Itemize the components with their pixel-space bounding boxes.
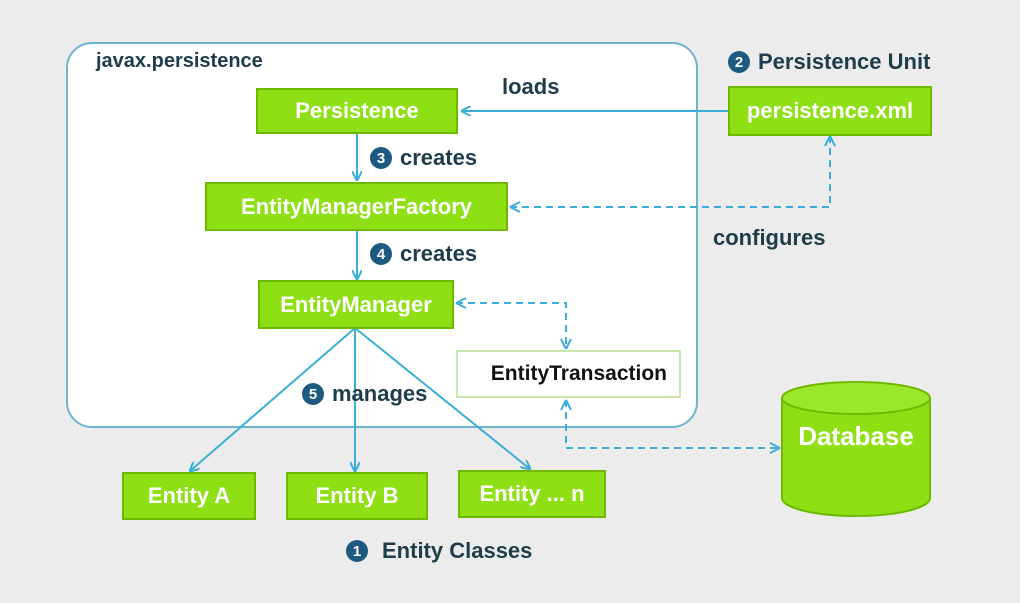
- entity-transaction-node: EntityTransaction: [456, 350, 681, 398]
- manages-arrow-a: [190, 327, 356, 471]
- persistence-xml-node: persistence.xml: [728, 86, 932, 136]
- entity-classes-label: 1 Entity Classes: [346, 538, 532, 564]
- manages-text: manages: [332, 381, 428, 406]
- creates-emf-text: creates: [400, 145, 478, 170]
- step-2-badge: 2: [728, 51, 750, 73]
- creates-em-label: 4 creates: [370, 241, 477, 267]
- entity-a-node: Entity A: [122, 472, 256, 520]
- entity-manager-factory-node: EntityManagerFactory: [205, 182, 508, 231]
- configures-label: configures: [713, 225, 826, 250]
- manages-arrow-n: [354, 327, 530, 469]
- database-label: Database: [798, 421, 914, 451]
- database-cylinder: [781, 381, 931, 517]
- configures-arrow: [510, 136, 831, 208]
- creates-em-text: creates: [400, 241, 478, 266]
- step-4-badge: 4: [370, 243, 392, 265]
- step-5-badge: 5: [302, 383, 324, 405]
- persistence-unit-label: 2 Persistence Unit: [728, 49, 930, 75]
- entity-b-node: Entity B: [286, 472, 428, 520]
- package-label: javax.persistence: [96, 50, 263, 72]
- entity-manager-node: EntityManager: [258, 280, 454, 329]
- persistence-unit-text: Persistence Unit: [758, 49, 931, 74]
- entity-n-node: Entity ... n: [458, 470, 606, 518]
- loads-label: loads: [502, 74, 560, 99]
- creates-emf-label: 3 creates: [370, 145, 477, 171]
- step-3-badge: 3: [370, 147, 392, 169]
- manages-label: 5 manages: [302, 381, 427, 407]
- entity-classes-text: Entity Classes: [382, 538, 533, 563]
- transaction-link: [456, 302, 567, 349]
- database-link: [565, 400, 780, 449]
- persistence-node: Persistence: [256, 88, 458, 134]
- step-1-badge: 1: [346, 540, 368, 562]
